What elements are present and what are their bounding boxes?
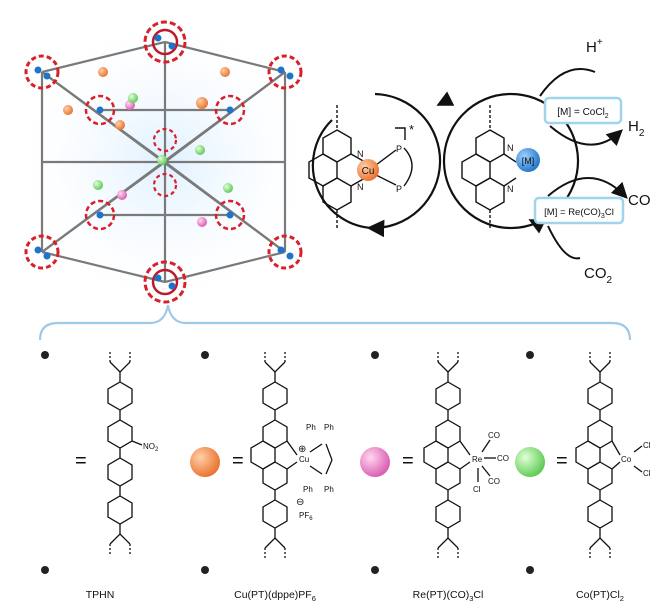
co2-arrow bbox=[547, 225, 581, 260]
lattice-spheres bbox=[63, 67, 233, 227]
co-metal-label: Co bbox=[621, 455, 632, 464]
linker-cu: = Cu ⊕ Ph Ph Ph bbox=[190, 351, 334, 603]
linker-name: Cu(PT)(dppe)PF6 bbox=[234, 589, 316, 603]
linker-re: = Re CO CO CO Cl bbox=[360, 351, 509, 603]
equals-sign: = bbox=[232, 450, 244, 472]
excited-mark: * bbox=[409, 122, 414, 137]
ligand-label: CO bbox=[497, 454, 509, 463]
cu-sphere bbox=[190, 447, 220, 477]
tphn-structure bbox=[107, 352, 143, 556]
h2-text: H2 bbox=[628, 118, 645, 139]
m-phenanthroline-complex bbox=[461, 105, 517, 228]
co2-text: CO2 bbox=[584, 265, 613, 286]
linker-tphn: = NO2 TPHN bbox=[41, 351, 159, 601]
cluster-node bbox=[214, 199, 246, 231]
equals-sign: = bbox=[556, 450, 568, 472]
re-linker-structure bbox=[423, 352, 496, 560]
cu-phenanthroline-complex bbox=[308, 105, 413, 228]
cluster-node bbox=[84, 199, 116, 231]
equals-sign: = bbox=[402, 450, 414, 472]
p-label: P bbox=[396, 184, 402, 194]
counterion-label: PF6 bbox=[299, 511, 313, 522]
n-label: N bbox=[357, 182, 364, 192]
h-plus-text: H+ bbox=[586, 37, 603, 56]
mof-lattice bbox=[5, 7, 325, 317]
metal-box-re bbox=[533, 196, 625, 225]
linker-co: = Co Cl Cl Co(PT)Cl2 bbox=[515, 351, 651, 603]
cluster-node bbox=[84, 94, 116, 126]
cu-label: Cu bbox=[362, 166, 375, 177]
ligand-label: Ph bbox=[306, 423, 316, 432]
cluster-node bbox=[152, 127, 178, 198]
box-re-label: [M] = Re(CO)3Cl bbox=[544, 207, 614, 220]
ligand-label: Cl bbox=[643, 469, 651, 478]
cycle-arc-left bbox=[311, 119, 372, 230]
charge-minus: ⊖ bbox=[296, 497, 304, 508]
cluster-node bbox=[267, 54, 303, 90]
cluster-node bbox=[143, 20, 187, 64]
n-label: N bbox=[507, 143, 514, 153]
cluster-node bbox=[267, 234, 303, 270]
co-linker-structure bbox=[575, 352, 643, 560]
ligand-label: Ph bbox=[324, 485, 334, 494]
linkers-row: = NO2 TPHN = bbox=[41, 351, 651, 603]
charge-plus: ⊕ bbox=[298, 444, 306, 455]
lattice-nodes bbox=[24, 20, 303, 304]
ligand-label: CO bbox=[488, 477, 500, 486]
co-text: CO bbox=[628, 192, 651, 209]
m-center-sphere bbox=[516, 148, 540, 172]
cu-metal-label: Cu bbox=[299, 455, 309, 464]
ligand-label: Cl bbox=[643, 441, 651, 450]
cu-linker-structure bbox=[250, 352, 333, 560]
cycle-arrow-left bbox=[366, 92, 442, 238]
cycle-arc-right bbox=[442, 92, 513, 230]
linker-name: Re(PT)(CO)3Cl bbox=[413, 589, 484, 603]
re-sphere bbox=[360, 447, 390, 477]
cluster-node bbox=[214, 94, 246, 126]
h-plus-arrow bbox=[539, 68, 596, 97]
cluster-node bbox=[24, 234, 60, 270]
co-sphere bbox=[515, 447, 545, 477]
h2-arrow bbox=[549, 125, 623, 147]
co-arrow bbox=[547, 177, 628, 199]
ligand-label: Ph bbox=[303, 485, 313, 494]
ligand-label: CO bbox=[488, 431, 500, 440]
ligand-label: Ph bbox=[324, 423, 334, 432]
n-label: N bbox=[357, 149, 364, 159]
cluster-node bbox=[24, 54, 60, 90]
catalytic-cycle: Cu N N P P * [M] N N [M] = CoCl2 [M] = R… bbox=[308, 37, 651, 286]
box-co-label: [M] = CoCl2 bbox=[557, 107, 609, 120]
p-label: P bbox=[396, 144, 402, 154]
linker-name: Co(PT)Cl2 bbox=[576, 589, 624, 603]
m-label: [M] bbox=[522, 156, 535, 166]
metal-box-co bbox=[543, 96, 623, 125]
n-label: N bbox=[507, 184, 514, 194]
nitro-label: NO2 bbox=[143, 442, 159, 453]
bracket bbox=[38, 304, 632, 341]
linker-name: TPHN bbox=[86, 589, 115, 601]
re-metal-label: Re bbox=[472, 455, 483, 464]
ligand-label: Cl bbox=[473, 485, 481, 494]
cu-center-sphere bbox=[357, 159, 379, 181]
equals-sign: = bbox=[75, 450, 87, 472]
cluster-node bbox=[143, 260, 187, 304]
